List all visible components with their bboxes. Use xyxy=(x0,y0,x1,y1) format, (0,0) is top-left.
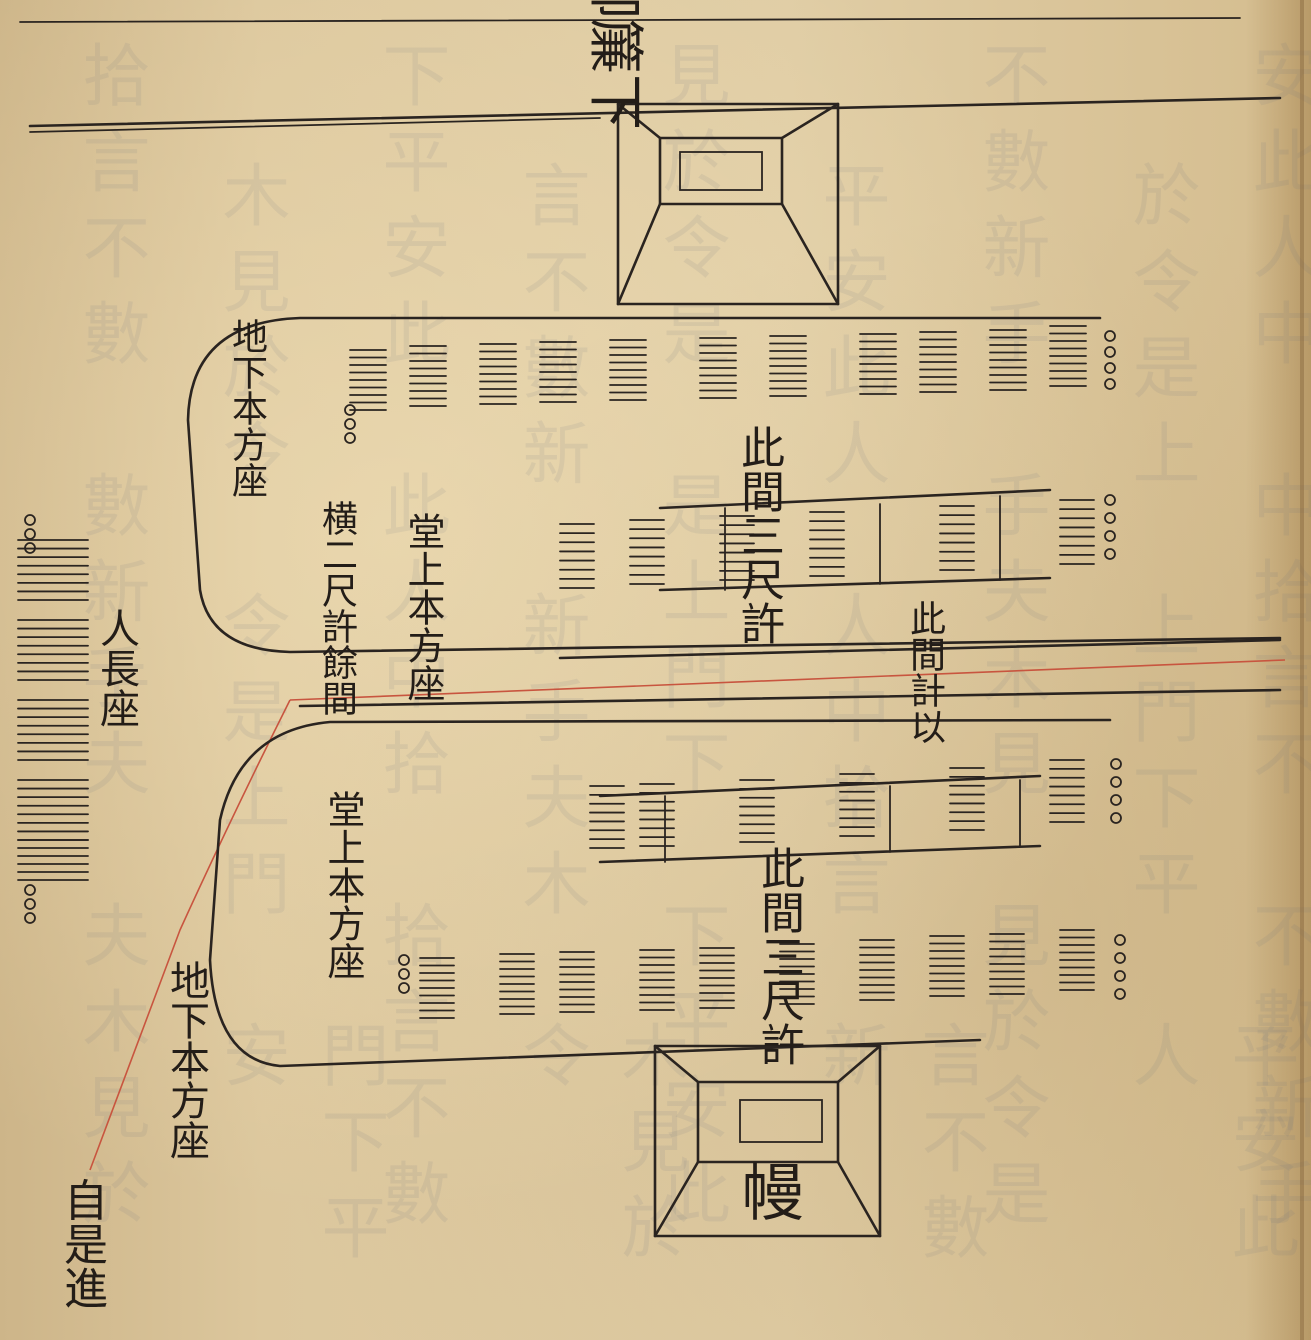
north-upper-seat-label: 堂上本方座 xyxy=(401,512,445,702)
entry-note: 自是進 xyxy=(64,1176,108,1315)
leader-seat-bar xyxy=(17,619,89,681)
south-seat-bar xyxy=(989,933,1025,995)
north-seat-bar xyxy=(919,331,957,393)
south-seat-markers-lower xyxy=(398,954,410,994)
south-central-frame xyxy=(598,774,1042,864)
north-central-frame xyxy=(658,488,1052,592)
center-gap-note: 此間計以 xyxy=(904,600,945,744)
south-seat-bar xyxy=(419,957,455,1019)
leader-markers-bottom xyxy=(24,884,36,924)
south-lower-seat-label: 地下本方座 xyxy=(163,960,209,1160)
curtain-label: 幔 xyxy=(731,1160,804,1222)
north-seat-bar xyxy=(769,335,807,397)
north-enclosure xyxy=(186,316,1282,654)
lower-canopy-frame xyxy=(653,1044,882,1238)
red-guide-line-center xyxy=(289,659,1286,701)
center-line-lower xyxy=(298,688,1282,708)
leader-seat-bar xyxy=(17,839,89,881)
upper-boundary-line-second xyxy=(29,117,601,133)
south-seat-bar xyxy=(499,953,535,1015)
south-inner-seat-bar xyxy=(839,773,875,837)
north-inner-seat-bar xyxy=(1059,499,1095,565)
north-seating-rows xyxy=(344,325,1116,589)
north-lateral-note: 横二尺許餘間 xyxy=(316,500,357,716)
imperial-area-label: 御簾下 xyxy=(582,0,647,130)
south-seat-bar xyxy=(639,949,675,1011)
north-inner-markers xyxy=(1104,494,1116,560)
south-seat-bar xyxy=(929,935,965,997)
south-seat-bar xyxy=(1059,929,1095,991)
upper-canopy-frame xyxy=(616,102,840,306)
leader-markers-top xyxy=(24,514,36,554)
center-line-upper xyxy=(558,638,1282,660)
south-seat-bar xyxy=(779,943,815,1005)
south-inner-seat-bar xyxy=(1049,759,1085,823)
leader-seat-bar xyxy=(17,699,89,761)
south-seating-rows xyxy=(398,758,1126,1019)
north-inner-seat-bar xyxy=(939,505,975,571)
upper-boundary-line xyxy=(28,96,1282,128)
north-seat-bar xyxy=(1049,325,1087,387)
south-upper-seat-label: 堂上本方座 xyxy=(321,790,365,980)
north-seat-bar xyxy=(539,341,577,403)
north-inner-seat-bar xyxy=(629,519,665,585)
south-seat-bar xyxy=(699,947,735,1009)
red-guide-line-entry xyxy=(89,699,291,1171)
top-rule-line xyxy=(19,17,1241,23)
north-seat-bar xyxy=(859,333,897,395)
north-seat-markers-lower xyxy=(344,404,356,444)
north-seat-bar xyxy=(609,339,647,401)
leader-seat-bar xyxy=(17,779,89,841)
leader-seating-rows xyxy=(17,514,89,924)
north-lower-seat-label: 地下本方座 xyxy=(226,318,267,498)
north-seat-bar xyxy=(349,349,387,411)
north-gap-note: 此間三尺許 xyxy=(733,425,784,645)
north-seat-bar xyxy=(699,337,737,399)
south-enclosure xyxy=(208,718,1112,1068)
south-seat-bar xyxy=(559,951,595,1013)
north-seat-bar xyxy=(409,345,447,407)
south-inner-seat-bar xyxy=(949,767,985,831)
south-seat-bar xyxy=(859,939,895,1001)
south-seat-markers xyxy=(1114,934,1126,1000)
north-seat-markers xyxy=(1104,330,1116,390)
north-seat-bar xyxy=(989,329,1027,391)
leader-seat-label: 人長座 xyxy=(93,608,139,728)
south-inner-markers xyxy=(1110,758,1122,824)
south-gap-note: 此間三尺許 xyxy=(753,846,804,1066)
north-seat-bar xyxy=(479,343,517,405)
leader-seat-bar xyxy=(17,539,89,601)
north-inner-seat-bar xyxy=(809,511,845,577)
north-inner-seat-bar xyxy=(559,523,595,589)
